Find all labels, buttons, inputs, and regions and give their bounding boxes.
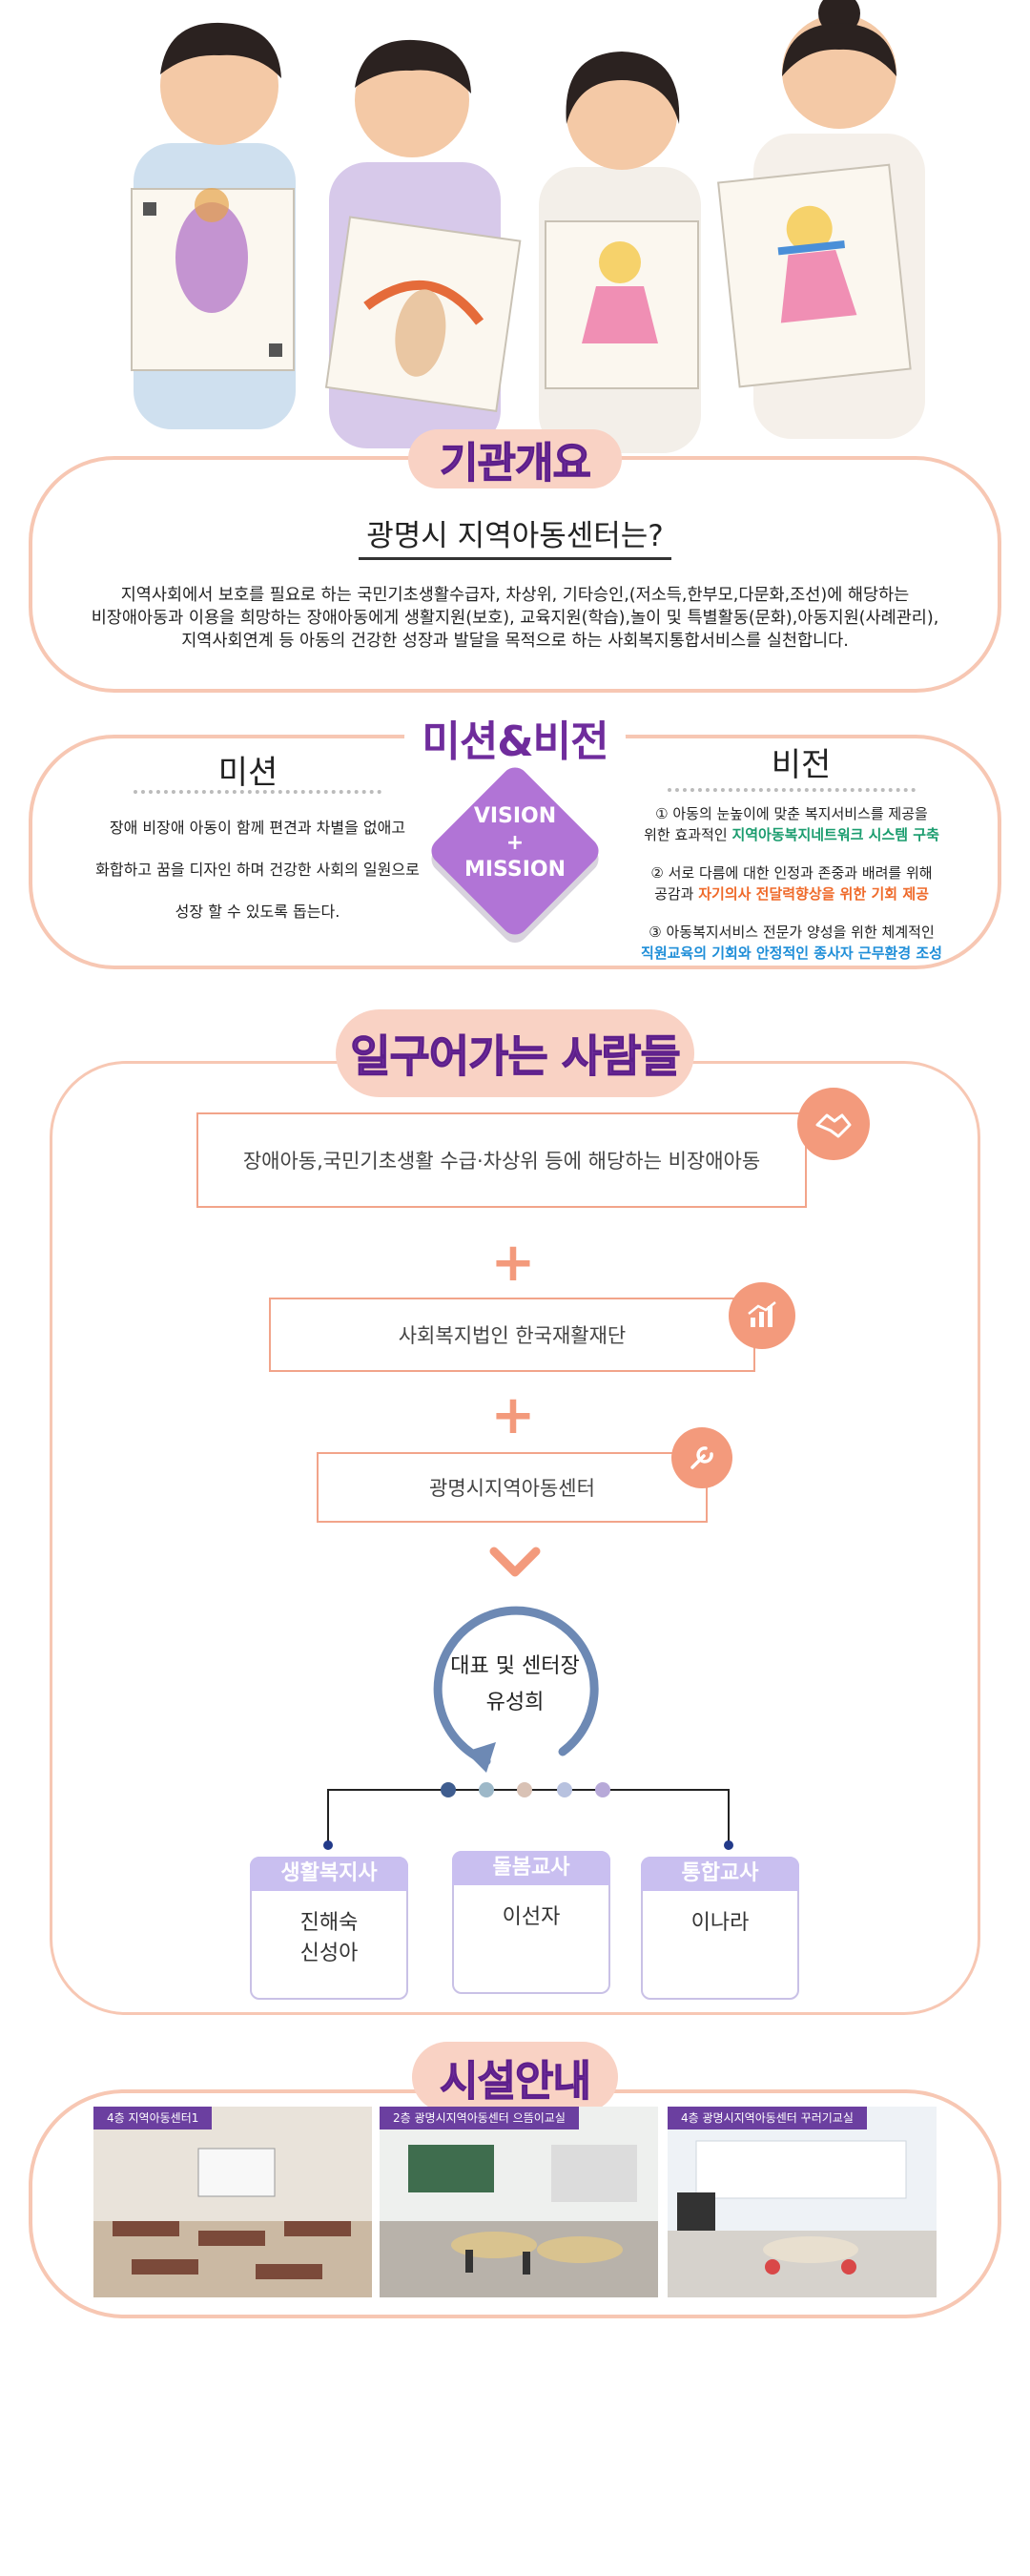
staff-name: 이나라	[690, 1911, 750, 1935]
staff-name: 신성아	[299, 1942, 359, 1965]
overview-description-line: 비장애아동과 이용을 희망하는 장애아동에게 생활지원(보호), 교육지원(학습…	[91, 609, 939, 628]
vision-item: ③ 아동복지서비스 전문가 양성을 위한 체계적인 직원교육의 기회와 안정적인…	[610, 922, 973, 964]
mission-divider	[134, 790, 381, 794]
chevron-down-icon	[488, 1546, 542, 1584]
vision-list: ① 아동의 눈높이에 맞춘 복지서비스를 제공을 위한 효과적인 지역아동복지네…	[610, 803, 973, 981]
overview-heading: 광명시 지역아동센터는?	[0, 511, 1030, 560]
staff-card-care-teacher: 돌봄교사 이선자	[452, 1851, 610, 1994]
vision-item-line: 공감과 자기의사 전달력향상을 위한 기회 제공	[610, 883, 973, 904]
facility-photo-label: 4층 광명시지역아동센터 꾸러기교실	[668, 2107, 867, 2129]
vision-item-line: ③ 아동복지서비스 전문가 양성을 위한 체계적인	[649, 924, 935, 941]
staff-role: 통합교사	[641, 1857, 799, 1891]
leader-block: 대표 및 센터장 유성희	[420, 1649, 610, 1721]
vision-label: 비전	[771, 746, 832, 784]
facility-photo: 2층 광명시지역아동센터 으뜸이교실	[380, 2107, 658, 2297]
mission-line: 장애 비장애 아동이 함께 편견과 차별을 없애고	[109, 819, 406, 837]
hero-children-image	[0, 0, 1030, 458]
wrench-icon	[671, 1427, 732, 1488]
leader-title: 대표 및 센터장	[450, 1654, 580, 1678]
overview-title: 기관개요	[408, 429, 622, 488]
facility-photo-label: 2층 광명시지역아동센터 으뜸이교실	[380, 2107, 579, 2129]
staff-card-social-worker: 생활복지사 진해숙 신성아	[250, 1857, 408, 2000]
vision-item-highlight: 지역아동복지네트워크 시스템 구축	[731, 826, 939, 843]
staff-names: 이선자	[454, 1902, 608, 1933]
vision-item: ② 서로 다름에 대한 인정과 존중과 배려를 위해 공감과 자기의사 전달력향…	[610, 862, 973, 904]
staff-role: 생활복지사	[250, 1857, 408, 1891]
vision-item-plain: 공감과	[654, 885, 699, 903]
vision-item: ① 아동의 눈높이에 맞춘 복지서비스를 제공을 위한 효과적인 지역아동복지네…	[610, 803, 973, 845]
staff-card-integration-teacher: 통합교사 이나라	[641, 1857, 799, 2000]
leader-name: 유성희	[485, 1691, 545, 1714]
vision-item-line: ② 서로 다름에 대한 인정과 존중과 배려를 위해	[650, 864, 933, 882]
facility-title: 시설안내	[412, 2042, 618, 2112]
org-tree-lines	[315, 1775, 753, 1855]
leader-circle-arrow	[420, 1591, 610, 1786]
staff-names: 이나라	[643, 1908, 797, 1939]
people-box-center: 광명시지역아동센터	[317, 1452, 708, 1523]
vision-item-line: ① 아동의 눈높이에 맞춘 복지서비스를 제공을	[655, 805, 928, 822]
people-box-children: 장애아동,국민기초생활 수급·차상위 등에 해당하는 비장애아동	[196, 1112, 807, 1208]
facility-photo-label: 4층 지역아동센터1	[93, 2107, 213, 2129]
mission-text: 장애 비장애 아동이 함께 편견과 차별을 없애고 화합하고 꿈을 디자인 하며…	[76, 807, 439, 933]
mission-vision-title: 미션&비전	[404, 708, 626, 767]
children-illustration	[131, 0, 925, 453]
people-title: 일구어가는 사람들	[336, 1009, 694, 1097]
handshake-icon	[797, 1088, 870, 1160]
diamond-mission-label: MISSION	[464, 858, 566, 882]
people-box-foundation: 사회복지법인 한국재활재단	[269, 1298, 755, 1372]
mission-line: 성장 할 수 있도록 돕는다.	[175, 903, 340, 921]
staff-name: 진해숙	[299, 1911, 359, 1935]
overview-description-line: 지역사회연계 등 아동의 건강한 성장과 발달을 목적으로 하는 사회복지통합서…	[181, 632, 849, 651]
staff-names: 진해숙 신성아	[252, 1908, 406, 1969]
chart-icon	[729, 1282, 795, 1349]
plus-icon: +	[490, 1384, 536, 1446]
overview-description: 지역사회에서 보호를 필요로 하는 국민기초생활수급자, 차상위, 기타승인,(…	[57, 584, 973, 653]
diamond-plus-label: +	[505, 831, 525, 855]
vision-item-line: 직원교육의 기회와 안정적인 종사자 근무환경 조성	[610, 943, 973, 964]
vision-item-line: 위한 효과적인 지역아동복지네트워크 시스템 구축	[610, 824, 973, 845]
vision-item-highlight: 직원교육의 기회와 안정적인 종사자 근무환경 조성	[641, 945, 942, 962]
facility-photo: 4층 지역아동센터1	[93, 2107, 372, 2297]
vision-item-plain: 위한 효과적인	[644, 826, 732, 843]
vision-divider	[668, 788, 916, 792]
staff-role: 돌봄교사	[452, 1851, 610, 1885]
staff-name: 이선자	[502, 1905, 561, 1929]
diamond-vision-label: VISION	[473, 804, 557, 828]
overview-section	[29, 456, 1001, 693]
overview-heading-text: 광명시 지역아동센터는?	[359, 519, 671, 560]
mission-line: 화합하고 꿈을 디자인 하며 건강한 사회의 일원으로	[95, 861, 420, 879]
facility-photo: 4층 광명시지역아동센터 꾸러기교실	[668, 2107, 937, 2297]
vision-item-highlight: 자기의사 전달력향상을 위한 기회 제공	[698, 885, 929, 903]
mission-label: 미션	[217, 754, 278, 792]
vision-mission-diamond-text: VISION + MISSION	[429, 803, 601, 883]
overview-description-line: 지역사회에서 보호를 필요로 하는 국민기초생활수급자, 차상위, 기타승인,(…	[120, 586, 910, 605]
plus-icon: +	[490, 1232, 536, 1294]
